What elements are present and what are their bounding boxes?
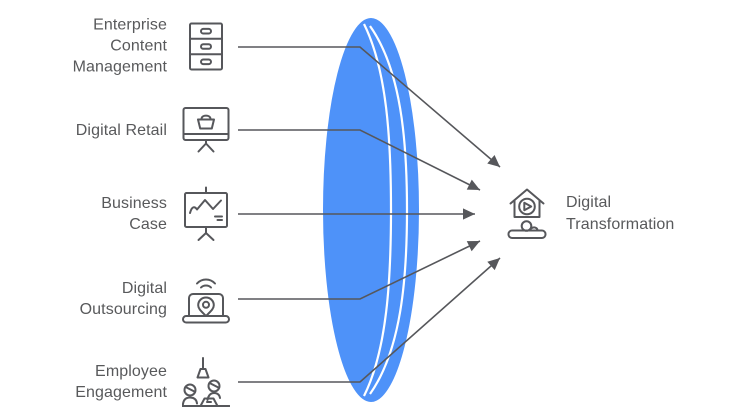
lens-contour-inner [363, 23, 393, 397]
arrow-employee-engagement [238, 257, 501, 383]
retail-monitor-basket-icon [182, 107, 230, 153]
target-label: Digital Transformation [566, 194, 675, 233]
item-digital-outsourcing: Digital Outsourcing [59, 274, 232, 324]
arrow-digital-retail [238, 129, 481, 191]
team-at-desk-icon [182, 357, 230, 407]
item-label: Business Case [101, 195, 167, 233]
lens-ellipse [321, 16, 421, 404]
smart-home-workspace-icon [507, 188, 547, 239]
item-label: Enterprise Content Management [72, 16, 167, 76]
item-label: Digital Outsourcing [79, 280, 167, 318]
laptop-location-pin-icon [182, 278, 230, 324]
filing-cabinet-icon [189, 22, 223, 70]
presentation-chart-icon [184, 186, 228, 241]
lens-shape [321, 16, 421, 404]
target-iconbox [504, 186, 552, 247]
item-enterprise-content-management: Enterprise Content Management [59, 15, 232, 78]
flow-arrows [238, 46, 501, 383]
arrow-enterprise-content-management [238, 46, 501, 168]
item-label: Employee Engagement [75, 363, 167, 401]
item-employee-engagement: Employee Engagement [59, 356, 232, 408]
item-label: Digital Retail [75, 121, 167, 139]
item-digital-retail: Digital Retail [59, 105, 232, 155]
item-business-case: Business Case [59, 186, 232, 242]
arrow-digital-outsourcing [238, 240, 481, 300]
